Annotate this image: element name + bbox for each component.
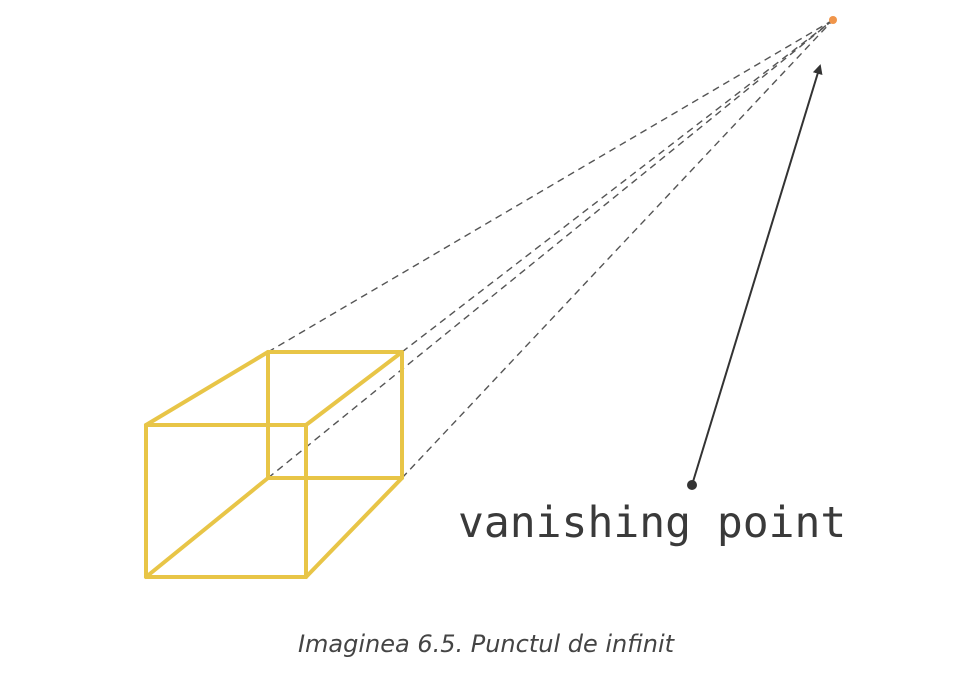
figure-caption: Imaginea 6.5. Punctul de infinit: [297, 630, 675, 658]
vanishing-point-dot: [829, 16, 837, 24]
cube-edge: [144, 476, 270, 579]
pointer-arrow: [691, 64, 823, 486]
guide-line: [267, 19, 834, 479]
guide-line: [401, 19, 834, 479]
cube-back-face: [266, 350, 404, 480]
guide-line: [267, 19, 834, 353]
cube-edge: [304, 350, 404, 427]
perspective-guides: [267, 19, 834, 479]
cube-edge: [144, 350, 270, 427]
guide-line: [401, 19, 834, 353]
vanishing-point-label: vanishing point: [458, 498, 846, 548]
wireframe-cube: [144, 350, 404, 579]
cube-front-face: [144, 423, 308, 579]
cube-edge: [304, 476, 404, 579]
arrow-tail-dot: [687, 480, 697, 490]
